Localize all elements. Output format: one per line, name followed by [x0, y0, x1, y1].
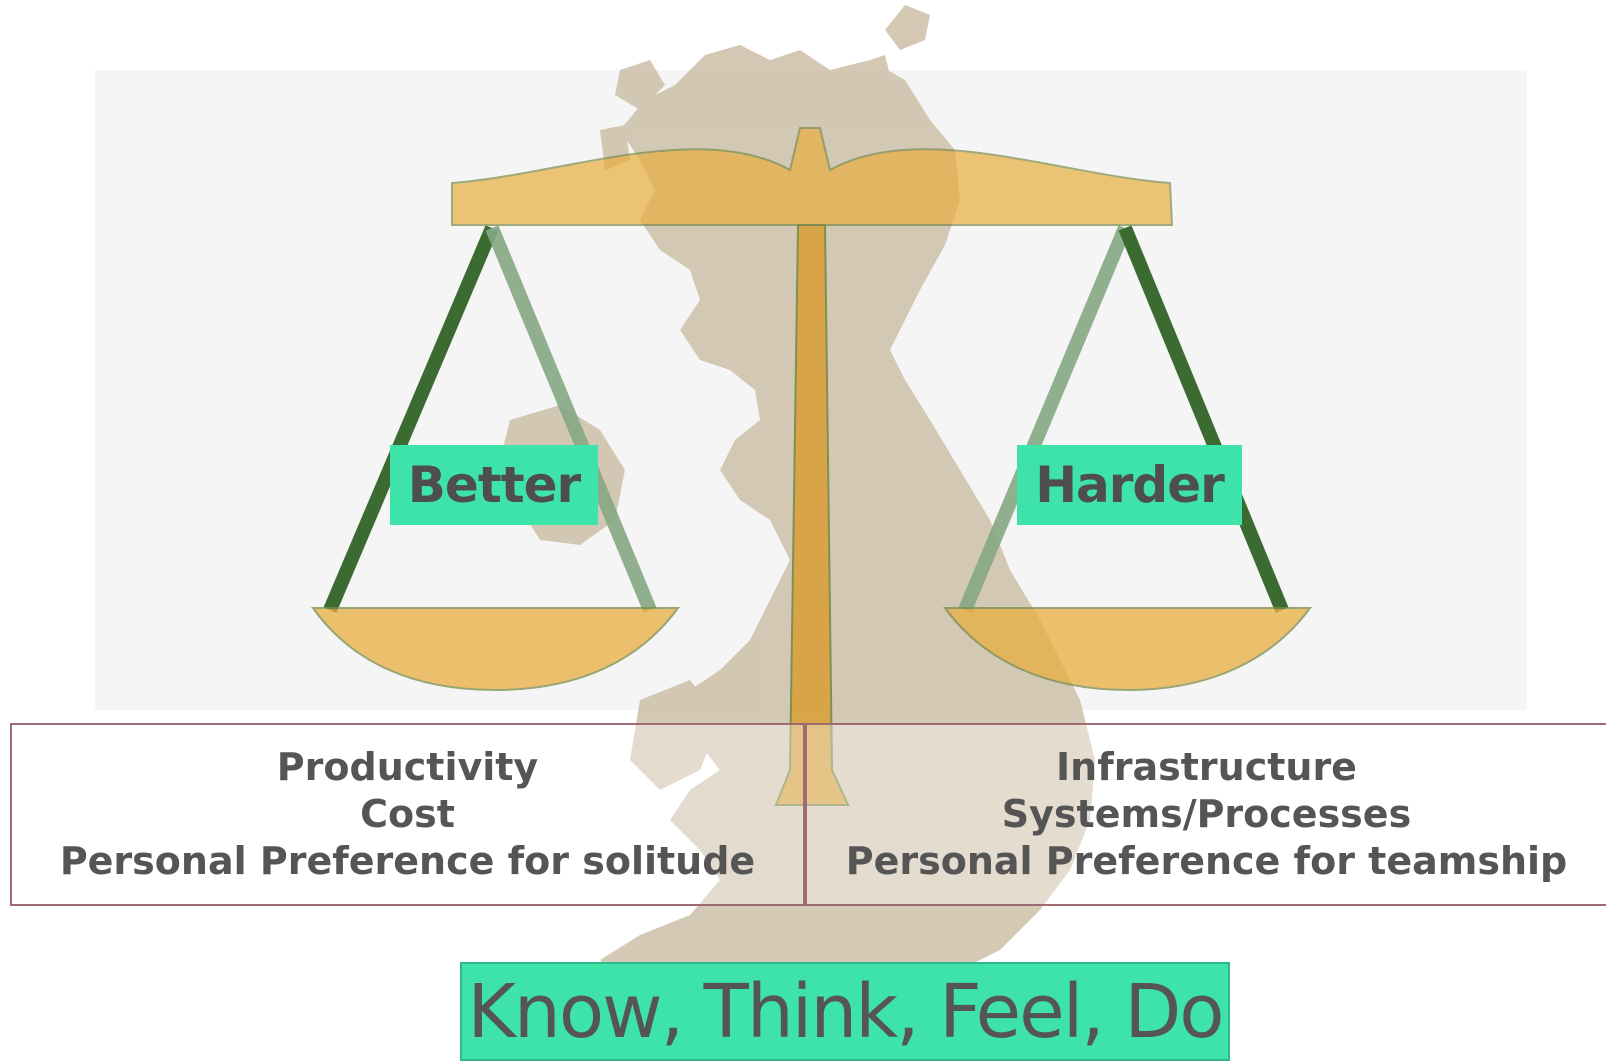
left-pan: [311, 607, 680, 692]
right-chain-light: [958, 225, 1132, 613]
scale-pillar: [774, 224, 850, 806]
harder-label: Harder: [1017, 445, 1242, 525]
harder-factor-1: Infrastructure: [1056, 745, 1357, 789]
harder-factor-3: Personal Preference for teamship: [845, 839, 1568, 883]
better-label: Better: [390, 445, 598, 525]
better-factor-3: Personal Preference for solitude: [59, 839, 756, 883]
footer-text: Know, Think, Feel, Do: [467, 968, 1224, 1055]
better-factor-2: Cost: [360, 792, 455, 836]
better-label-text: Better: [407, 456, 581, 514]
left-chain-light: [485, 225, 657, 613]
harder-factors-box: Infrastructure Systems/Processes Persona…: [805, 723, 1606, 906]
footer-banner: Know, Think, Feel, Do: [460, 962, 1230, 1061]
harder-label-text: Harder: [1035, 456, 1225, 514]
better-factor-1: Productivity: [276, 745, 539, 789]
scale-beam: [451, 127, 1174, 226]
better-factors-box: Productivity Cost Personal Preference fo…: [10, 723, 805, 906]
left-chain-dark: [323, 225, 499, 613]
right-pan: [943, 607, 1312, 692]
right-chain-dark: [1118, 225, 1289, 613]
harder-factor-2: Systems/Processes: [1001, 792, 1412, 836]
